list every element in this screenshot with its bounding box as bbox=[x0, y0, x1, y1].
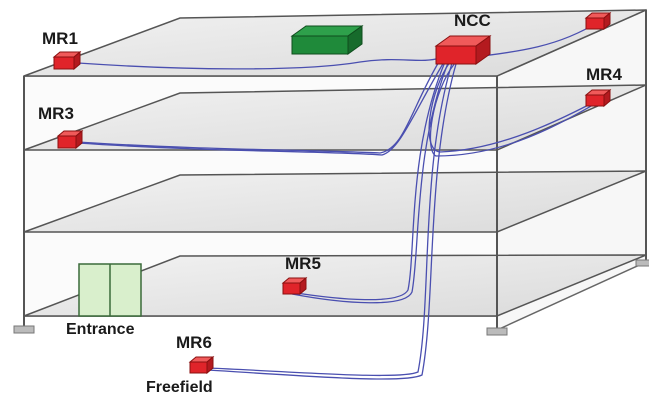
label-ncc: NCC bbox=[454, 11, 491, 30]
cable-mr3-ncc-2 bbox=[77, 61, 445, 156]
top-right-node bbox=[584, 11, 612, 31]
green-box-icon bbox=[290, 25, 364, 55]
label-mr3: MR3 bbox=[38, 104, 74, 123]
footing-left bbox=[13, 325, 35, 334]
cable-mr1-ncc bbox=[77, 57, 441, 70]
label-mr5: MR5 bbox=[285, 254, 321, 273]
mr5-node bbox=[281, 276, 308, 296]
cable-mr6-ncc bbox=[207, 62, 453, 377]
mr4-node bbox=[584, 88, 612, 108]
label-mr6: MR6 bbox=[176, 333, 212, 352]
cable-mr4-ncc bbox=[428, 61, 599, 153]
mr1-node bbox=[52, 50, 82, 71]
mr3-node bbox=[56, 129, 84, 150]
cable-network bbox=[77, 21, 599, 380]
cable-mr5-ncc bbox=[289, 61, 446, 301]
door-icon bbox=[78, 263, 142, 317]
label-mr1: MR1 bbox=[42, 29, 78, 48]
mr6-node bbox=[188, 355, 215, 375]
footing-back bbox=[635, 259, 649, 267]
cable-mr6-ncc-2 bbox=[207, 63, 457, 380]
label-freefield: Freefield bbox=[146, 379, 213, 396]
footing-right bbox=[486, 327, 508, 336]
ncc-node bbox=[434, 35, 492, 65]
label-mr4: MR4 bbox=[586, 65, 622, 84]
cable-mr5-ncc-2 bbox=[291, 62, 449, 304]
cable-mr4-ncc-2 bbox=[429, 62, 599, 157]
cable-mr3-ncc bbox=[77, 59, 441, 154]
label-entrance: Entrance bbox=[66, 321, 135, 338]
